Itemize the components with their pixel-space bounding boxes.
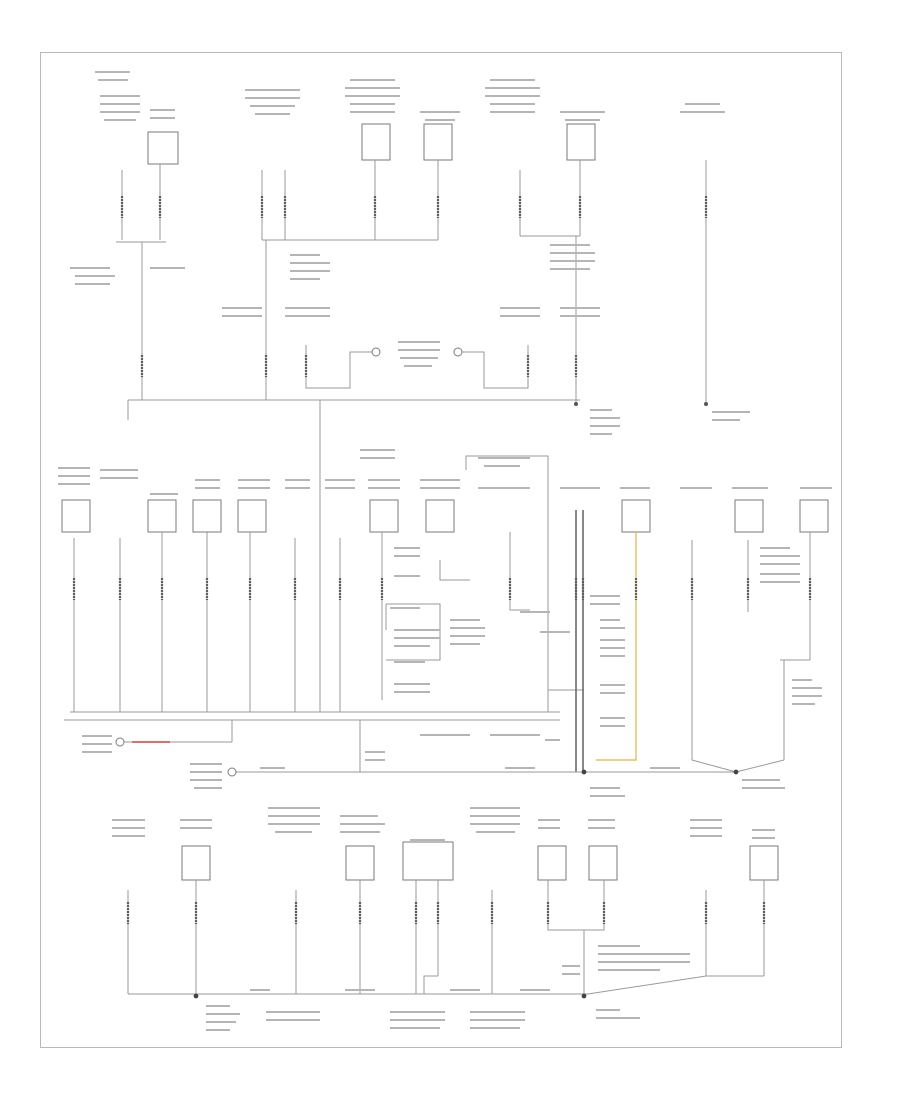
component-box	[799, 499, 829, 533]
row3-components	[112, 807, 779, 881]
component-box	[566, 123, 596, 161]
component-box	[425, 499, 455, 533]
component-box	[61, 499, 91, 533]
connector-ticks	[72, 196, 812, 924]
central-junction	[365, 455, 625, 761]
component-box	[588, 845, 618, 881]
row2-components	[58, 449, 832, 533]
highlight-wire-yellow	[596, 532, 637, 761]
component-box	[181, 845, 211, 881]
lower-ground-bus	[190, 720, 785, 797]
component-box	[361, 123, 391, 161]
component-box	[402, 841, 454, 881]
component-box	[147, 499, 177, 533]
component-box	[423, 123, 453, 161]
component-box	[734, 499, 764, 533]
component-box	[369, 499, 399, 533]
component-box	[345, 845, 375, 881]
middle-joint-connector	[70, 244, 600, 389]
component-box	[147, 131, 179, 165]
upper-ground-bus	[127, 399, 750, 470]
component-box	[621, 499, 651, 533]
component-box	[749, 845, 779, 881]
component-box	[237, 499, 267, 533]
component-box	[192, 499, 222, 533]
component-box	[537, 845, 567, 881]
row1-components	[95, 71, 725, 165]
diagram-frame	[40, 52, 842, 1048]
row3-wires	[127, 880, 765, 1031]
row2-wires	[64, 470, 560, 753]
